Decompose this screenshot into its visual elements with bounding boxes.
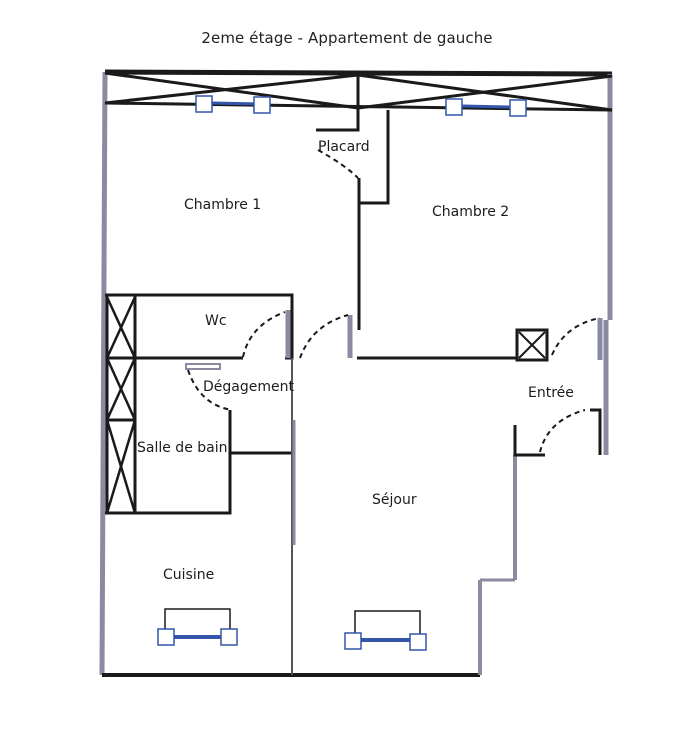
plan-title: 2eme étage - Appartement de gauche [201,29,493,47]
room-label-degagement: Dégagement [203,379,294,395]
outer-walls [99,69,613,677]
room-label-entree: Entrée [528,385,574,401]
room-label-sejour: Séjour [372,492,417,508]
room-label-placard: Placard [318,139,370,155]
window-sejour [344,610,427,651]
window-top-right [445,98,527,117]
window-top-left [195,95,271,114]
room-label-salle-de-bain: Salle de bain [137,440,228,456]
room-label-chambre1: Chambre 1 [184,197,262,213]
window-cuisine [157,608,238,646]
room-label-cuisine: Cuisine [163,567,215,583]
interior-walls [105,75,603,675]
room-label-wc: Wc [205,313,227,329]
room-label-chambre2: Chambre 2 [432,204,510,220]
